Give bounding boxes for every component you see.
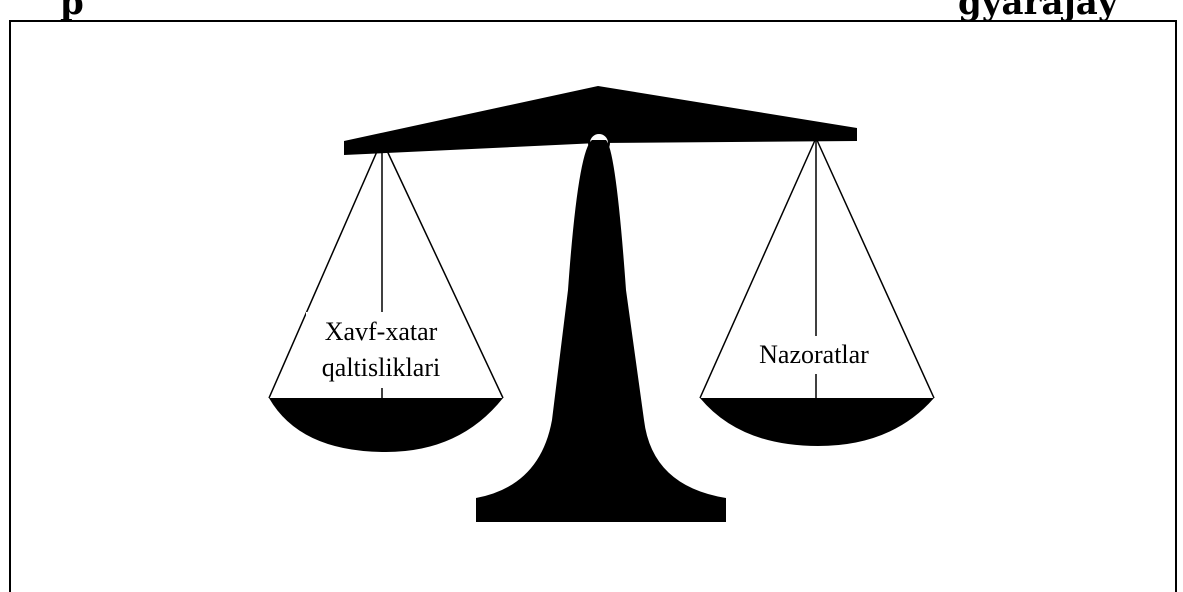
right-pan-label-backing (746, 336, 882, 374)
right-pan-label: Nazoratlar (759, 340, 869, 369)
right-pan-bowl (700, 398, 934, 446)
cropped-heading: p gyarajay (0, 0, 1183, 23)
left-pan-label-backing (306, 312, 456, 388)
heading-left-fragment: p (60, 0, 84, 23)
diagram-frame (9, 20, 1177, 592)
scale-beam (344, 86, 857, 155)
left-pan-label-line1: Xavf-xatar (325, 317, 438, 346)
left-pan-bowl (269, 398, 503, 452)
heading-right-fragment: gyarajay (958, 0, 1118, 23)
left-pan-label-line2: qaltisliklari (322, 353, 440, 382)
scale-stand (476, 140, 726, 522)
